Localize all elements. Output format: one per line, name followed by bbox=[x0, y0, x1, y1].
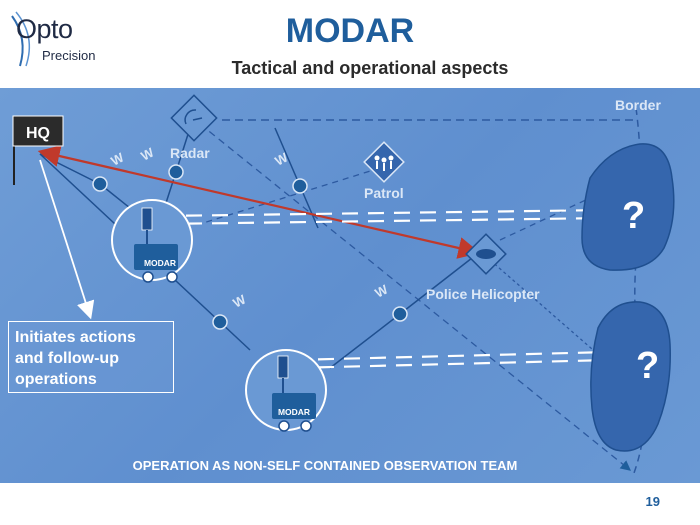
relay-nodes bbox=[92, 164, 408, 330]
w-label-5: W bbox=[372, 281, 391, 300]
hq-initiates-arrow bbox=[39, 159, 95, 320]
modar-unit-2: MODAR bbox=[245, 349, 327, 432]
radar-node bbox=[170, 94, 218, 142]
w-label-1: W bbox=[108, 149, 127, 168]
hq-label: HQ bbox=[26, 125, 50, 142]
logo-subtext: Precision bbox=[42, 48, 96, 63]
radar-diagonal-line bbox=[199, 123, 632, 471]
mast-icon bbox=[277, 355, 289, 379]
w-label-2: W bbox=[138, 144, 157, 163]
initiates-textbox: Initiates actions and follow-up operatio… bbox=[8, 321, 174, 393]
slide-title: MODAR bbox=[285, 12, 415, 50]
observation-line-upper bbox=[159, 208, 611, 226]
helicopter-icon bbox=[476, 249, 496, 259]
observation-line-lower bbox=[291, 350, 611, 370]
w-label-4: W bbox=[230, 291, 249, 310]
unknown-marker-lower: ? bbox=[636, 345, 659, 387]
modar-label-2: MODAR bbox=[278, 407, 310, 417]
diagram-area: ? ? HQ Radar Patrol Police bbox=[0, 88, 700, 483]
modar-label-1: MODAR bbox=[144, 258, 176, 268]
logo-swoosh-icon bbox=[11, 11, 31, 67]
target-area-lower bbox=[590, 301, 671, 452]
vehicle-icon bbox=[272, 393, 316, 419]
logo-wordmark: Opto bbox=[16, 14, 73, 44]
vehicle-icon bbox=[134, 244, 178, 270]
opto-precision-logo: Opto Precision bbox=[8, 8, 118, 68]
hq-flag: HQ bbox=[12, 115, 64, 185]
slide-footer bbox=[0, 483, 700, 525]
operation-diagram: ? ? HQ Radar Patrol Police bbox=[12, 94, 675, 474]
patrol-label: Patrol bbox=[364, 185, 404, 201]
patrol-icon bbox=[374, 155, 394, 171]
initiates-line-1: Initiates actions bbox=[15, 329, 136, 346]
helicopter-node bbox=[465, 233, 507, 275]
initiates-line-2: and follow-up bbox=[15, 350, 119, 367]
diagram-caption: OPERATION AS NON-SELF CONTAINED OBSERVAT… bbox=[133, 458, 518, 473]
modar-unit-1: MODAR bbox=[111, 199, 193, 283]
target-area-upper bbox=[581, 143, 675, 271]
radar-icon bbox=[184, 109, 197, 125]
helicopter-label: Police Helicopter bbox=[426, 286, 540, 302]
slide-header: Opto Precision MODAR Tactical and operat… bbox=[0, 0, 700, 88]
page-number: 19 bbox=[645, 494, 660, 509]
border-label: Border bbox=[615, 97, 661, 113]
mast-icon bbox=[141, 207, 153, 231]
w-label-3: W bbox=[272, 149, 291, 168]
heli-down-line bbox=[489, 259, 601, 357]
hq-helicopter-link bbox=[37, 145, 481, 259]
patrol-node bbox=[363, 141, 405, 183]
radar-label: Radar bbox=[170, 145, 210, 161]
slide-subtitle: Tactical and operational aspects bbox=[231, 58, 509, 78]
unknown-marker-upper: ? bbox=[622, 195, 645, 237]
initiates-line-3: operations bbox=[15, 371, 97, 388]
